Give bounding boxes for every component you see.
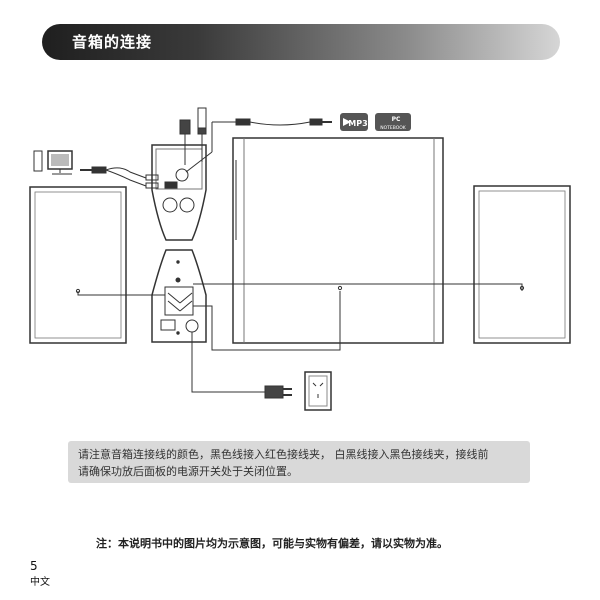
image-disclaimer: 注：本说明书中的图片均为示意图，可能与实物有偏差，请以实物为准。	[96, 537, 448, 550]
notebook-icon: PC NOTEBOOK	[375, 113, 411, 131]
pc-label: PC	[392, 116, 401, 123]
page-number: 5	[30, 559, 38, 573]
section-title: 音箱的连接	[72, 33, 153, 51]
mp3-cable	[185, 118, 332, 173]
left-speaker	[29, 186, 127, 344]
section-header-bar: 音箱的连接	[42, 24, 560, 60]
page-language: 中文	[30, 577, 50, 588]
mp3-icon: MP3	[340, 113, 368, 131]
subwoofer	[232, 137, 444, 344]
amplifier-panel	[151, 144, 207, 343]
pc-monitor-icon	[33, 150, 73, 175]
mp3-label: MP3	[348, 119, 367, 128]
wall-outlet-icon	[304, 371, 332, 411]
input-plugs	[179, 107, 207, 165]
pc-audio-cable	[80, 166, 159, 189]
speaker-wires	[77, 283, 523, 351]
right-speaker	[473, 185, 571, 344]
power-cord	[191, 332, 292, 399]
notebook-label: NOTEBOOK	[380, 125, 407, 131]
wiring-note-line-2: 请确保功放后面板的电源开关处于关闭位置。	[78, 465, 298, 478]
wiring-note-box: 请注意音箱连接线的颜色，黑色线接入红色接线夹， 白黑线接入黑色接线夹，接线前 请…	[68, 441, 530, 483]
wiring-note-line-1: 请注意音箱连接线的颜色，黑色线接入红色接线夹， 白黑线接入黑色接线夹，接线前	[78, 448, 489, 461]
